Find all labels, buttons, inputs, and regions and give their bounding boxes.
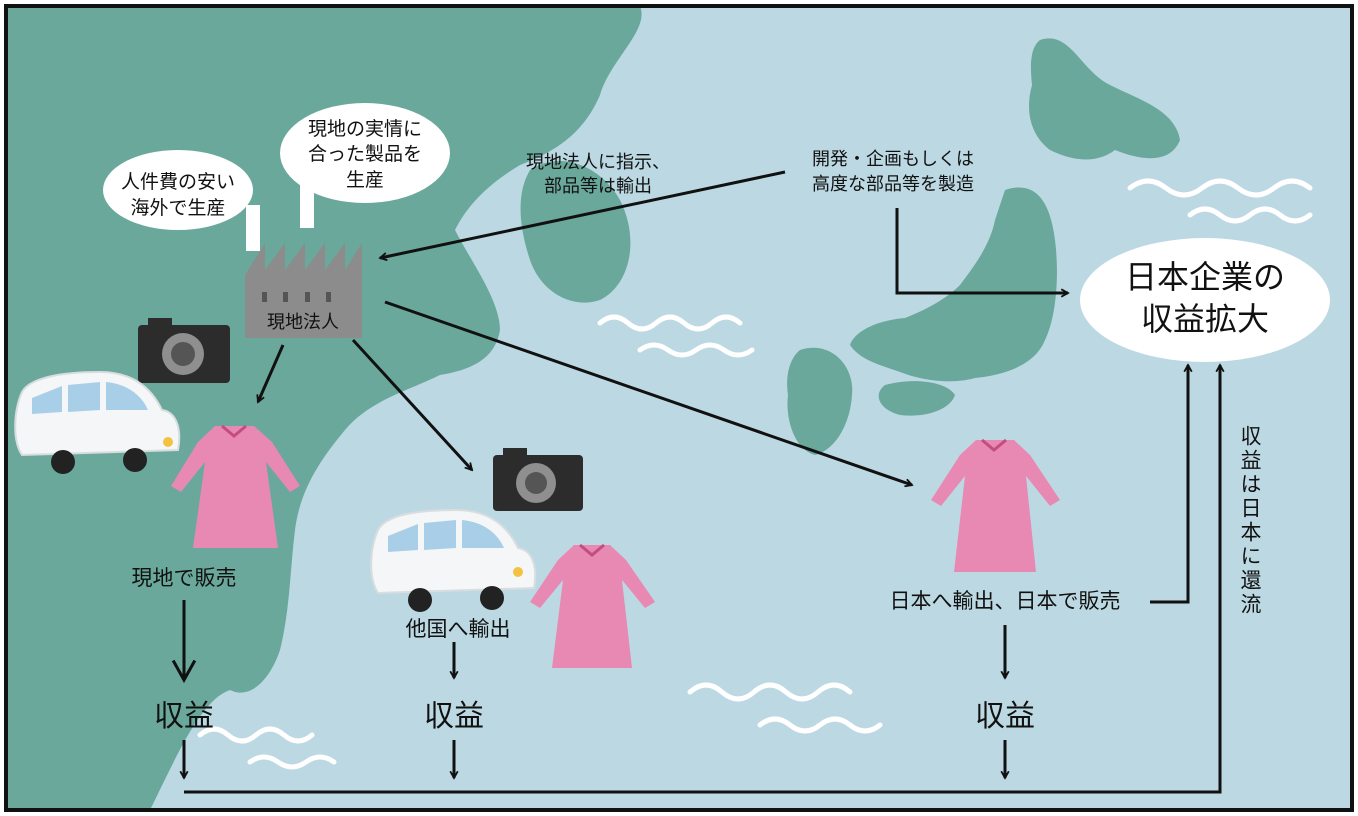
profit-label-2: 収益 xyxy=(424,699,484,734)
local-sale-label: 現地で販売 xyxy=(132,566,237,590)
export-japan-label: 日本へ輸出、日本で販売 xyxy=(890,589,1121,613)
return-japan-label: 収益は日本に還流 xyxy=(1238,425,1262,617)
instruct-label-line1: 現地法人に指示、 xyxy=(526,152,670,173)
dress-icon xyxy=(530,543,655,668)
car-icon xyxy=(370,508,537,612)
profit-label-3: 収益 xyxy=(975,699,1035,734)
arrow-develop-to-profit xyxy=(895,208,1068,293)
camera-icon xyxy=(493,448,583,511)
bubble-profit-line1: 日本企業の xyxy=(1125,258,1285,296)
camera-icon xyxy=(138,318,230,383)
arrow-return-line xyxy=(184,365,1220,794)
develop-label-line2: 高度な部品等を製造 xyxy=(812,174,974,195)
korean-peninsula xyxy=(520,161,631,303)
factory-label: 現地法人 xyxy=(267,312,339,333)
instruct-label-line2: 部品等は輸出 xyxy=(544,176,652,197)
profit-label-1: 収益 xyxy=(154,699,214,734)
bubble-profit-line2: 収益拡大 xyxy=(1141,300,1269,338)
bubble-local-line1: 現地の実情に xyxy=(308,118,422,140)
arrow-factory-to-other xyxy=(351,338,472,470)
bubble-labor-line2: 海外で生産 xyxy=(130,197,225,219)
japan-honshu xyxy=(850,187,1057,382)
japan-shikoku xyxy=(878,381,955,416)
bubble-local-line3: 生産 xyxy=(346,169,384,191)
japan-hokkaido xyxy=(1029,38,1180,160)
factory-icon xyxy=(245,243,362,338)
japan-kyushu xyxy=(787,347,853,455)
arrow-japan-sale-to-expansion xyxy=(1150,365,1188,604)
dress-icon xyxy=(931,438,1060,572)
dress-icon xyxy=(171,424,300,548)
speech-bubble xyxy=(280,103,450,228)
profit-expansion-bubble xyxy=(1080,238,1330,362)
speech-bubble xyxy=(103,150,260,251)
flow-arrows xyxy=(171,170,1220,794)
frame-border xyxy=(4,4,1354,812)
arrow-factory-to-local xyxy=(258,344,285,402)
arrow-factory-to-japan xyxy=(384,300,912,485)
arrow-instruct-to-factory xyxy=(380,170,786,258)
bubble-local-line2: 合った製品を xyxy=(308,143,422,165)
export-other-label: 他国へ輸出 xyxy=(406,617,511,641)
wave-icon xyxy=(197,178,1313,770)
bubble-labor-line1: 人件費の安い xyxy=(121,171,235,193)
car-icon xyxy=(14,370,181,474)
develop-label-line1: 開発・企画もしくは xyxy=(812,149,974,170)
southern-land xyxy=(6,560,127,810)
